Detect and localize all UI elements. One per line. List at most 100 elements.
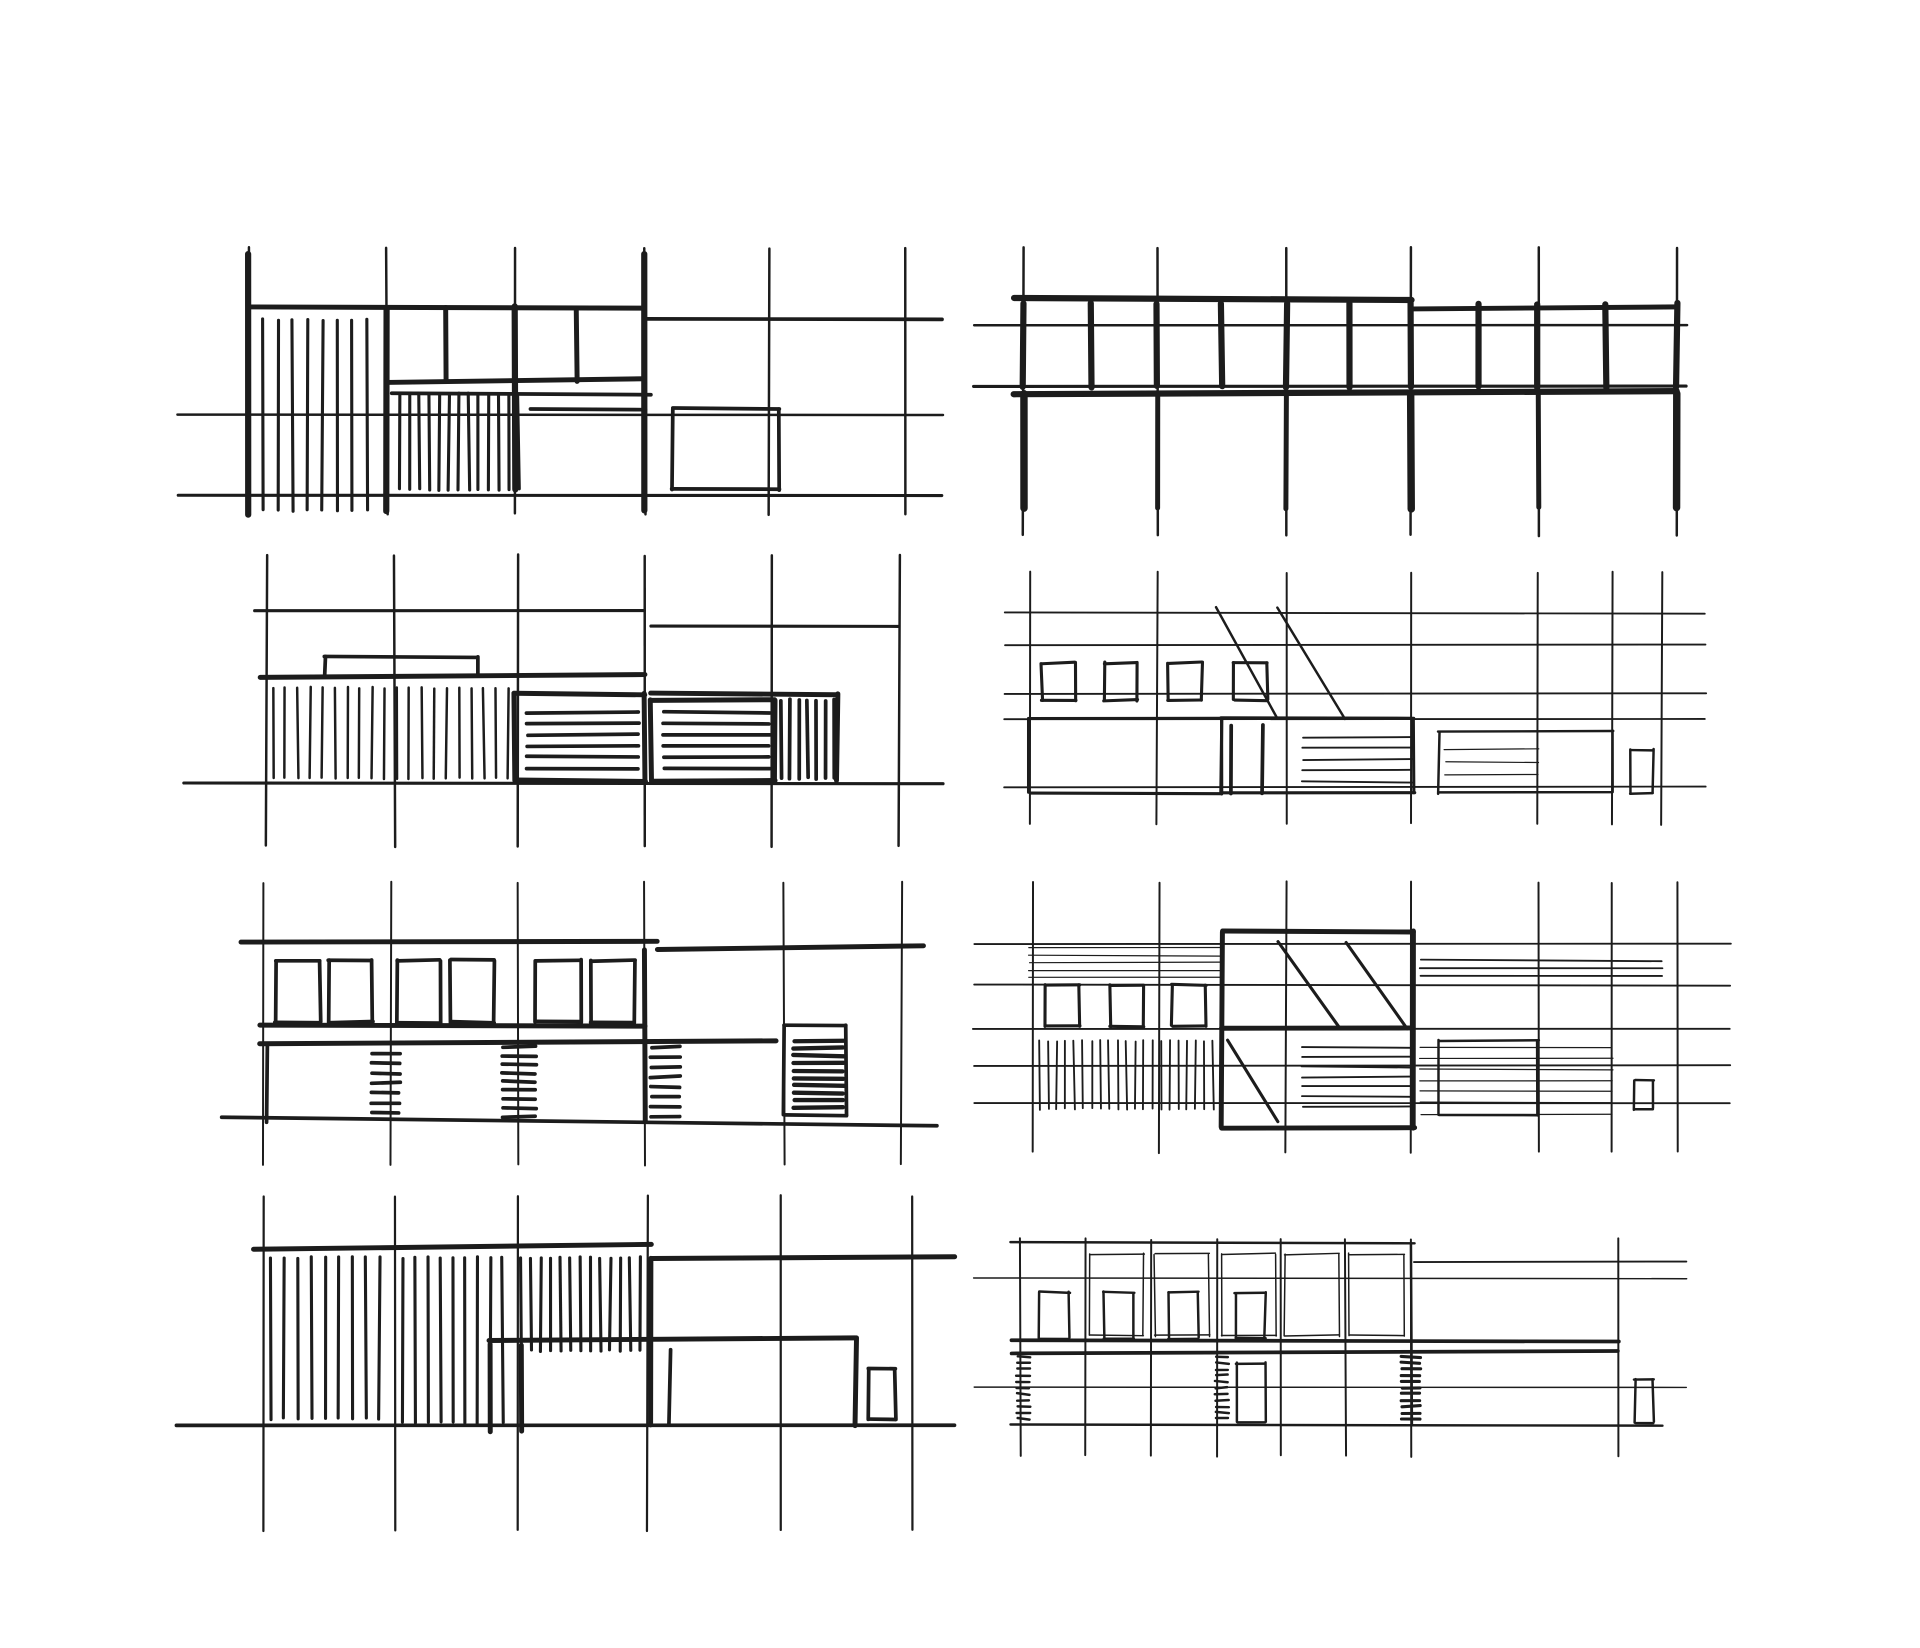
sketch-line	[1538, 394, 1539, 507]
sketch-line	[1010, 1242, 1414, 1243]
sketch-line	[1014, 298, 1412, 300]
sketch-line	[1401, 1356, 1420, 1357]
sketch-line	[1103, 1292, 1104, 1339]
sketch-line	[422, 687, 423, 778]
sketch-line	[530, 409, 645, 410]
sketch-line	[1103, 1292, 1134, 1293]
sketch-line	[1303, 759, 1412, 760]
sketch-line	[1030, 962, 1222, 963]
sketch-line	[1012, 1351, 1618, 1353]
sketch-line	[1276, 1254, 1277, 1336]
sketch-line	[673, 408, 779, 409]
sketch-line	[1017, 1393, 1029, 1395]
sketch-line	[1228, 1040, 1278, 1122]
sketch-line	[1345, 1239, 1346, 1455]
elevation-sketch-5	[222, 882, 937, 1166]
sketch-line	[1262, 725, 1263, 793]
sketch-line	[266, 555, 267, 845]
sketch-line	[384, 689, 385, 780]
sketch-line	[795, 1041, 844, 1042]
sketch-line	[1216, 1387, 1227, 1388]
sketch-line	[310, 687, 311, 778]
sketch-line	[1339, 1254, 1340, 1337]
sketch-line	[1108, 1040, 1109, 1108]
sketch-line	[1169, 1292, 1170, 1338]
sketch-line	[1212, 1041, 1213, 1110]
sketch-line	[394, 556, 395, 847]
sketch-line	[1023, 303, 1024, 386]
sketch-line	[1198, 1292, 1199, 1337]
sketch-line	[508, 688, 509, 778]
sketch-line	[324, 656, 476, 657]
sketch-line	[1605, 304, 1606, 387]
sketch-line	[434, 689, 435, 779]
sketch-line	[836, 694, 837, 781]
sketch-line	[518, 394, 520, 489]
sketch-line	[1413, 719, 1414, 793]
sketch-line	[600, 1258, 601, 1351]
sketch-line	[320, 961, 321, 1022]
sketch-line	[530, 1258, 531, 1350]
sketch-line	[1082, 1040, 1083, 1108]
sketch-line	[1005, 693, 1707, 694]
sketch-line	[1011, 1340, 1618, 1341]
sketch-line	[515, 780, 645, 781]
sketch-line	[1302, 1047, 1411, 1048]
sketch-line	[267, 1043, 268, 1122]
sketch-line	[448, 394, 449, 490]
sketch-line	[397, 960, 398, 1023]
sketch-line	[1350, 1335, 1404, 1336]
sketch-line	[974, 1065, 1730, 1066]
sketch-line	[1446, 762, 1539, 763]
sketch-line	[472, 688, 473, 778]
sketch-line	[1079, 985, 1080, 1027]
sketch-line	[387, 379, 644, 383]
sketch-line	[498, 395, 499, 490]
sketch-line	[793, 1055, 844, 1056]
sketch-line	[652, 1046, 680, 1047]
elevation-sketch-1	[177, 247, 943, 515]
sketch-line	[489, 1338, 855, 1341]
sketch-line	[651, 1067, 680, 1068]
sketch-line	[591, 960, 635, 961]
sketch-line	[322, 687, 323, 777]
sketch-line	[446, 688, 447, 778]
sketch-line	[1676, 303, 1677, 387]
sketch-line	[1235, 700, 1267, 701]
sketch-line	[1216, 1375, 1227, 1376]
sketch-line	[311, 1257, 312, 1419]
sketch-line	[521, 1258, 522, 1351]
sketch-line	[1143, 1253, 1144, 1335]
sketch-line	[560, 1257, 561, 1351]
sketch-line	[1042, 662, 1075, 664]
sketch-line	[781, 701, 782, 778]
sketch-line	[1216, 1362, 1229, 1363]
sketch-line	[322, 321, 323, 510]
sketch-line	[1005, 612, 1705, 613]
sketch-line	[329, 1022, 373, 1023]
sketch-line	[440, 1258, 441, 1422]
sketch-line	[651, 1087, 680, 1088]
sketch-line	[1168, 663, 1169, 699]
sketch-line	[1411, 394, 1412, 509]
sketch-line	[514, 693, 515, 780]
sketch-line	[652, 700, 775, 701]
sketch-line	[1172, 984, 1207, 985]
sketch-line	[1039, 1292, 1070, 1293]
sketch-line	[1420, 1102, 1612, 1103]
sketch-line	[663, 723, 769, 724]
sketch-line	[526, 712, 638, 713]
sketch-line	[1020, 1238, 1021, 1456]
sketch-line	[379, 1257, 380, 1419]
sketch-line	[1421, 960, 1662, 962]
sketch-line	[1100, 1040, 1101, 1108]
sketch-line	[1168, 662, 1201, 663]
sketch-line	[1073, 1041, 1075, 1110]
sketch-line	[502, 1073, 535, 1074]
sketch-line	[260, 1025, 645, 1026]
sketch-line	[652, 1257, 955, 1259]
sketch-line	[1221, 304, 1222, 387]
sketch-line	[419, 393, 420, 488]
sketch-line	[664, 712, 770, 713]
sketch-line	[392, 393, 651, 394]
